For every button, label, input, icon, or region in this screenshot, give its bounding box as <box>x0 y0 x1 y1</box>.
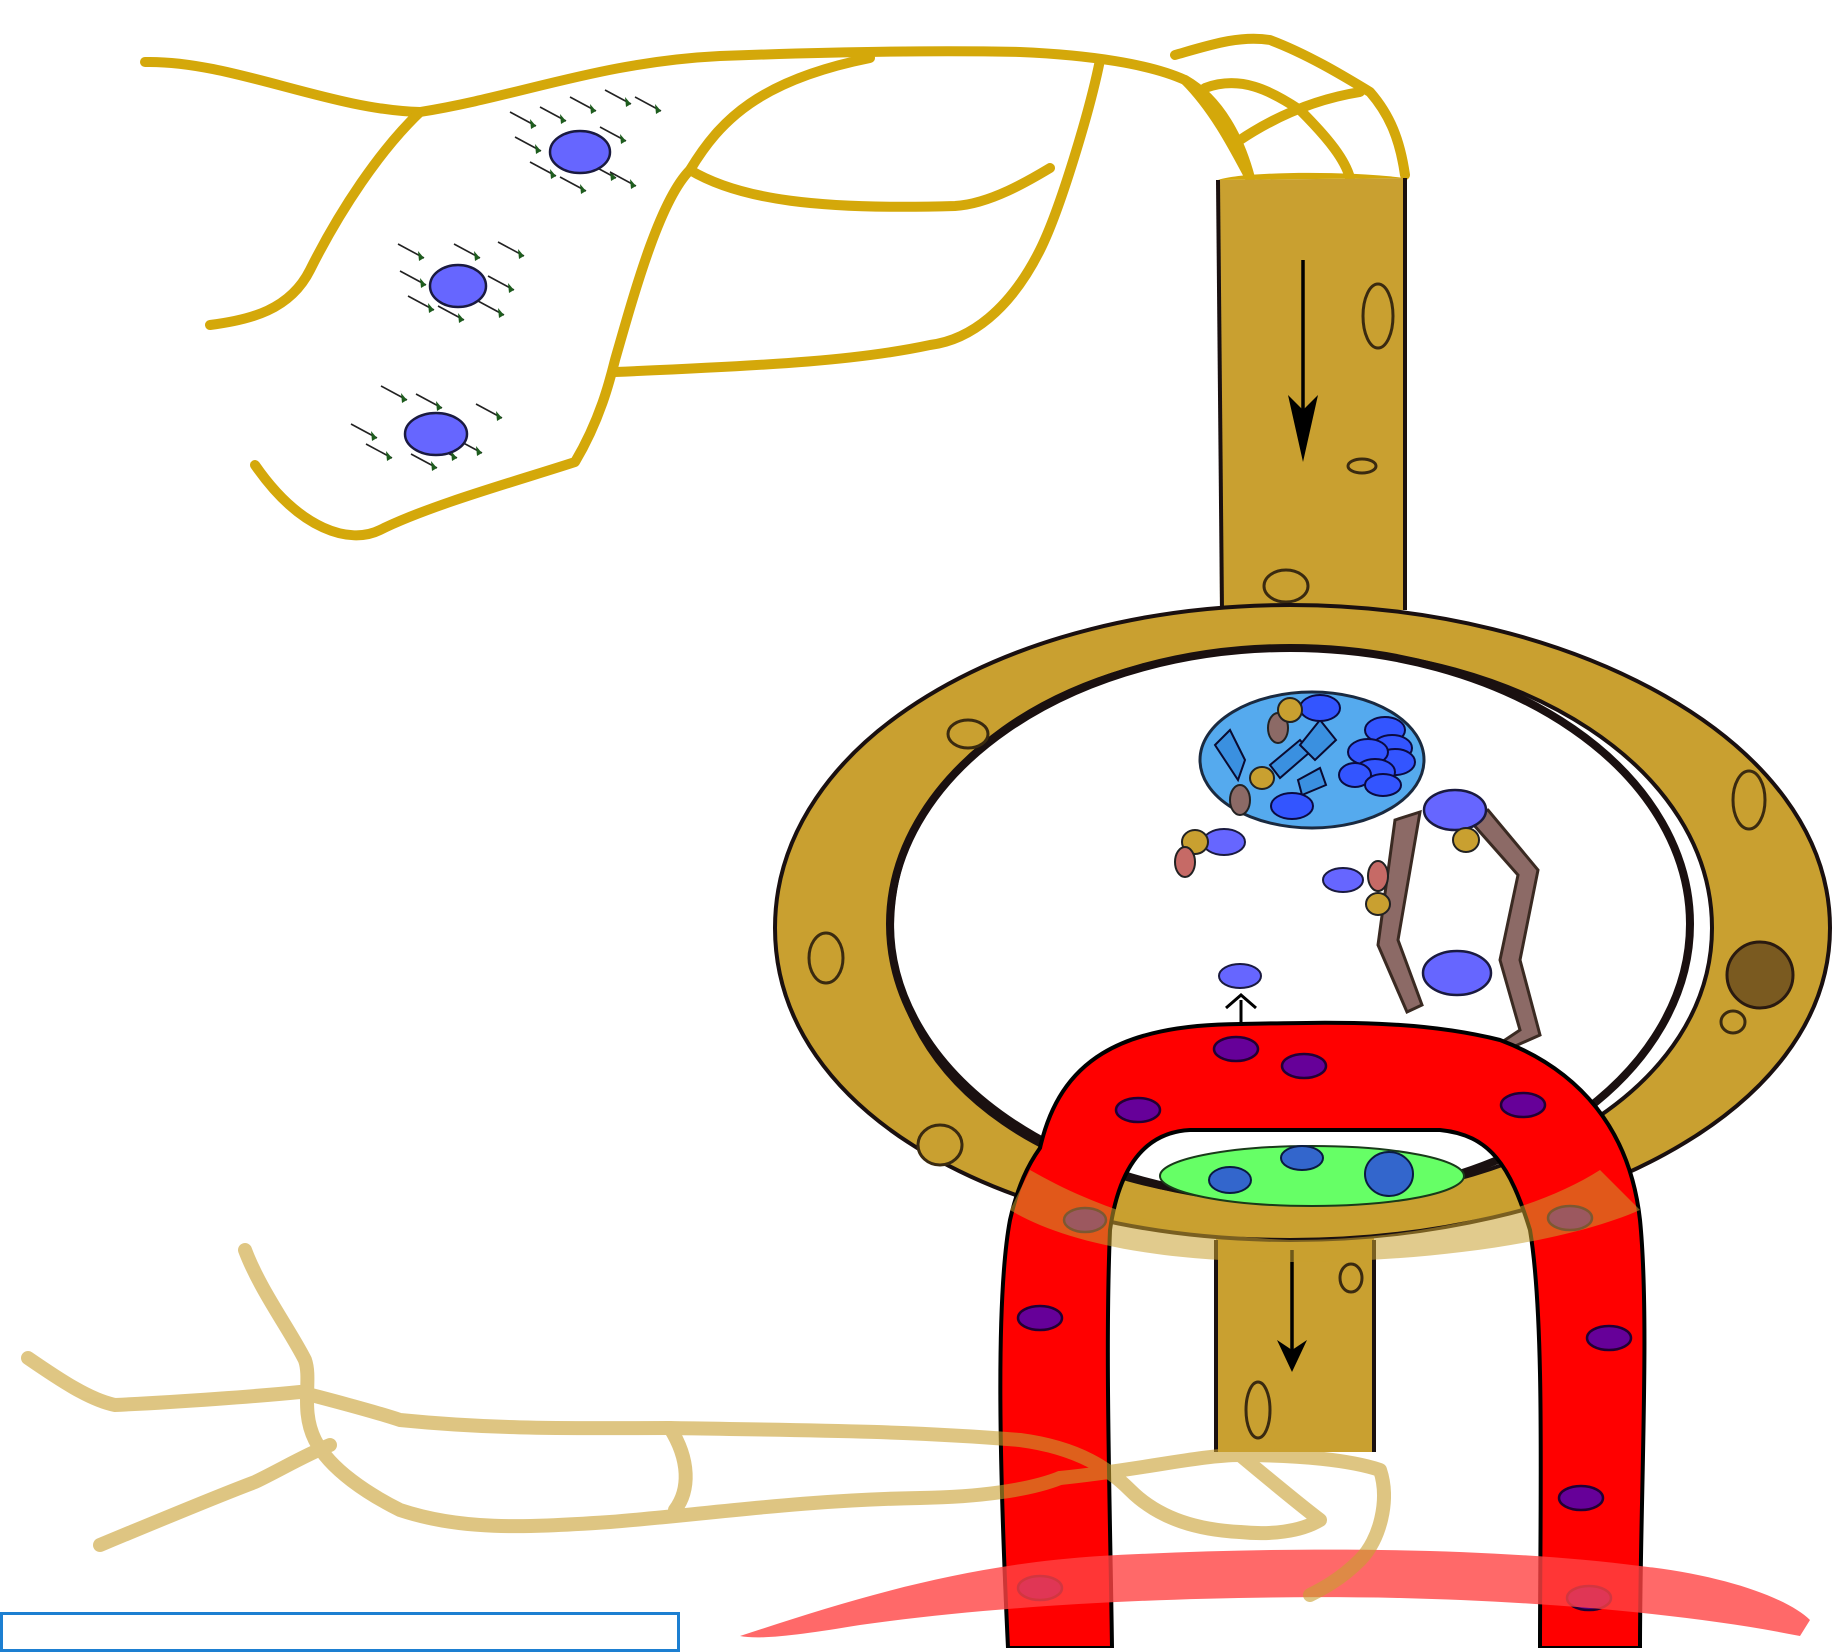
antigen-cluster-1 <box>510 90 661 194</box>
lymphocyte-cell <box>405 413 467 455</box>
efferent-trunk <box>1216 1230 1374 1452</box>
afferent-trunk <box>1218 173 1405 612</box>
afferent-lymph-vessels <box>145 39 1405 536</box>
legend-box <box>0 1612 680 1652</box>
lymphocyte-cell <box>550 131 610 173</box>
antigen-cluster-3 <box>351 386 502 471</box>
germinal-center <box>1200 692 1424 828</box>
antigen-cluster-2 <box>398 242 524 323</box>
lymphocyte-cell <box>430 265 486 307</box>
efferent-lymph-vessels <box>28 1250 1384 1595</box>
tissue-surface <box>740 1550 1810 1638</box>
